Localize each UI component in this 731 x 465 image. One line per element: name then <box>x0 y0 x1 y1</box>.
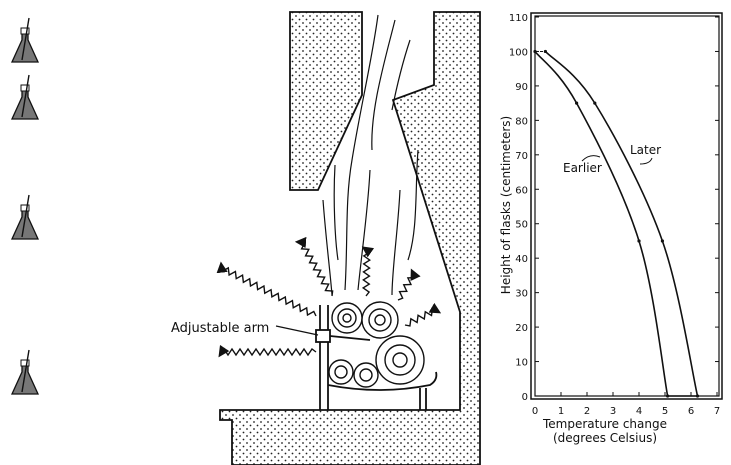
legend-later: Later <box>630 143 661 157</box>
chimney-right-wall <box>219 11 481 465</box>
x-axis-label: Temperature change <box>542 417 667 431</box>
data-point-later <box>593 101 597 105</box>
x-tick-label: 3 <box>610 406 616 417</box>
fireplace <box>216 11 481 465</box>
heat-wave-arrow <box>216 261 317 317</box>
heat-arrows <box>216 236 442 358</box>
y-tick-label: 40 <box>515 254 528 265</box>
y-tick-label: 20 <box>515 323 528 334</box>
flask-icon <box>10 349 40 395</box>
arm-pointer <box>275 325 319 336</box>
pointer-earlier <box>581 155 601 162</box>
chart: Temperature change (degrees Celsius) Hei… <box>499 12 723 445</box>
smoke-lines <box>322 14 419 296</box>
heat-wave-arrow <box>397 268 421 301</box>
heat-wave-arrow <box>361 246 375 297</box>
heat-wave-arrow <box>404 302 442 327</box>
series-line-later <box>544 50 699 397</box>
x-tick-label: 6 <box>688 406 694 417</box>
flask-icon <box>10 17 40 63</box>
y-tick-label: 90 <box>515 82 528 93</box>
data-point-earlier <box>637 239 641 243</box>
chimney-left-wall <box>289 11 363 191</box>
x-tick-label: 0 <box>532 406 538 417</box>
adjustable-arm <box>315 329 331 343</box>
flasks <box>10 17 40 395</box>
y-tick-label: 70 <box>515 151 528 162</box>
plot-frame-outer <box>530 12 723 400</box>
label-adjustable-arm: Adjustable arm <box>171 321 269 336</box>
y-tick-label: 10 <box>515 358 528 369</box>
heat-wave-arrow <box>218 344 317 358</box>
flask-icon <box>10 74 40 120</box>
y-tick-label: 50 <box>515 220 528 231</box>
fire-grate <box>315 305 438 410</box>
x-tick-label: 7 <box>714 406 720 417</box>
pointer-later <box>639 157 653 165</box>
x-tick-label: 5 <box>662 406 668 417</box>
legend-earlier: Earlier <box>563 161 602 175</box>
data-point-later <box>660 239 665 243</box>
x-tick-label: 2 <box>584 406 590 417</box>
series-line-earlier <box>534 50 669 397</box>
y-axis-label: Height of flasks (centimeters) <box>499 116 513 294</box>
y-tick-label: 110 <box>509 13 528 24</box>
y-tick-label: 80 <box>515 116 528 127</box>
flask-icon <box>10 194 40 240</box>
x-tick-label: 4 <box>636 406 642 417</box>
plot-frame-inner <box>534 15 720 397</box>
data-point-earlier <box>575 101 579 105</box>
y-tick-label: 30 <box>515 289 528 300</box>
x-axis-label-units: (degrees Celsius) <box>553 431 657 445</box>
logs <box>328 301 425 388</box>
y-tick-label: 0 <box>522 392 528 403</box>
heat-wave-arrow <box>294 236 334 297</box>
y-tick-label: 60 <box>515 185 528 196</box>
y-tick-label: 100 <box>509 47 528 58</box>
x-tick-label: 1 <box>558 406 564 417</box>
